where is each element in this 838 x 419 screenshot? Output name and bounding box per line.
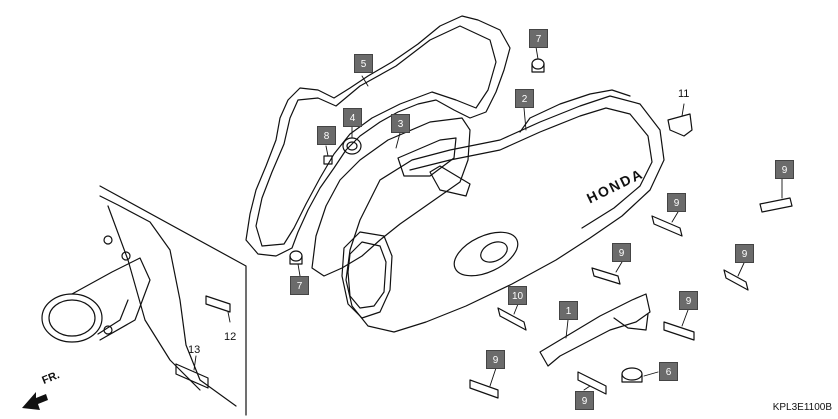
callout-part-9-right[interactable]: 9 [735,244,754,263]
engine-case-outline [99,185,247,416]
intake-duct [41,235,151,343]
callout-part-10[interactable]: 10 [508,286,527,305]
callout-part-3[interactable]: 3 [391,114,410,133]
cover-boss [429,165,471,197]
dowel-pin-7-top [531,58,545,73]
callout-part-9-lower-left[interactable]: 9 [486,350,505,369]
label-part-12[interactable]: 12 [224,331,237,343]
bracket-1 [539,293,651,367]
callout-part-9-bracket[interactable]: 9 [679,291,698,310]
callout-part-5[interactable]: 5 [354,54,373,73]
callout-part-6[interactable]: 6 [659,362,678,381]
cover-outline [345,95,665,333]
damper-6 [621,367,643,383]
callout-part-4[interactable]: 4 [343,108,362,127]
gasket-inner [255,25,497,247]
callout-part-9-bottom[interactable]: 9 [575,391,594,410]
callout-part-2[interactable]: 2 [515,89,534,108]
callout-part-8[interactable]: 8 [317,126,336,145]
cover-oval-window [453,231,519,277]
callout-part-9-center[interactable]: 9 [612,243,631,262]
cover-air-duct [341,231,393,319]
front-arrow [22,392,48,410]
callout-part-7-top[interactable]: 7 [529,29,548,48]
callout-part-1[interactable]: 1 [559,301,578,320]
bolts [175,197,793,399]
clip-11 [667,113,693,137]
dowel-pin-7-bottom [289,250,303,265]
leader-lines [193,46,783,391]
callout-part-7-bottom[interactable]: 7 [290,276,309,295]
oil-seal-4 [342,137,362,155]
inner-plate-window [397,137,457,177]
cover-rim [409,107,653,229]
callout-part-9-far-right[interactable]: 9 [775,160,794,179]
label-part-13[interactable]: 13 [188,344,201,356]
label-part-11[interactable]: 11 [678,88,690,100]
gasket-outline [245,15,511,257]
callout-part-9-upper[interactable]: 9 [667,193,686,212]
cover-upper-lip [519,89,631,133]
inner-plate [311,117,471,277]
diagram-code: KPL3E1100B [772,402,832,413]
